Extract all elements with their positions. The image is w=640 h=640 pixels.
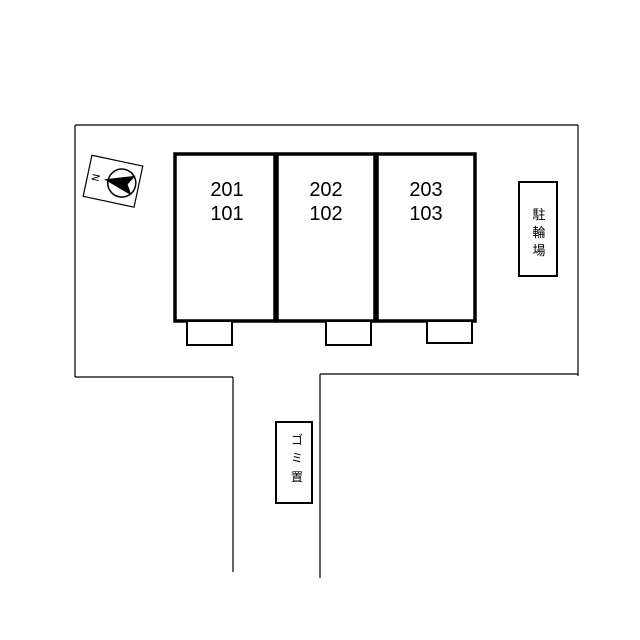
unit-2-lower-number: 102 <box>309 203 342 225</box>
bicycle-parking-char-3: 場 <box>532 244 545 259</box>
compass-north-label: N <box>91 173 103 183</box>
bicycle-parking-char-1: 駐 <box>532 208 545 223</box>
unit-2-upper-number: 202 <box>309 179 342 201</box>
unit-2-entrance <box>325 320 372 346</box>
bicycle-parking-char-2: 輪 <box>532 225 545 241</box>
unit-1-entrance <box>186 320 233 346</box>
unit-1-lower-number: 101 <box>210 203 243 225</box>
garbage-area-box <box>275 421 313 504</box>
garbage-area-char-3: 置 <box>291 470 303 484</box>
unit-3-entrance <box>426 320 473 344</box>
compass-needle-icon <box>104 175 136 196</box>
garbage-area-char-1: ゴ <box>291 432 303 447</box>
building: 201 101 202 102 203 103 <box>173 152 477 346</box>
site-boundary <box>74 124 579 578</box>
garbage-area: ゴ ミ 置 <box>275 421 313 504</box>
bicycle-parking: 駐 輪 場 <box>518 181 558 277</box>
unit-3-upper-number: 203 <box>409 179 442 201</box>
unit-block-1 <box>173 152 277 323</box>
bicycle-parking-box <box>518 181 558 277</box>
unit-1-upper-number: 201 <box>210 179 243 201</box>
unit-3-lower-number: 103 <box>409 203 442 225</box>
garbage-area-char-2: ミ <box>291 451 303 465</box>
compass: N <box>82 154 144 208</box>
unit-block-3 <box>375 152 477 323</box>
